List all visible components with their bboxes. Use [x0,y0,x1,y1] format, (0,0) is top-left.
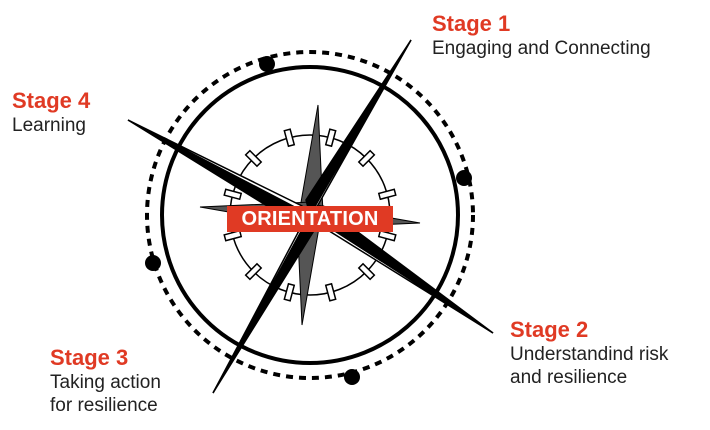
stage-4-desc: Learning [12,115,86,136]
tick-mark [244,149,263,168]
outer-dashed-ring [145,50,475,380]
tick-mark [324,128,337,148]
ring-dot [456,170,472,186]
stage-3-title: Stage 3 [50,345,129,370]
stage-4-title: Stage 4 [12,88,91,113]
stage-3-desc-line-2: for resilience [50,395,158,416]
stage-1-desc: Engaging and Connecting [432,38,651,59]
tick-mark [283,128,296,148]
ring-dot [145,255,161,271]
stage-1-title: Stage 1 [432,11,511,36]
primary-needle [127,39,494,394]
stage-2-title: Stage 2 [510,317,589,342]
tick-mark [357,149,376,168]
ring-dots [145,56,472,385]
tick-mark [377,188,397,201]
center-label: ORIENTATION [241,208,379,230]
tick-mark [324,282,337,302]
center-badge-bg [227,206,393,232]
tick-mark [283,282,296,302]
stage-3-label: Stage 3 Taking action for resilience [50,344,161,417]
stage-3-desc-line-1: Taking action [50,372,161,393]
stage-2-desc-line-2: and resilience [510,367,628,388]
stage-2-desc-line-1: Understandind risk [510,344,669,365]
tick-mark [357,262,376,281]
tick-mark [244,262,263,281]
stage-4-label: Stage 4 Learning [12,87,90,137]
tick-marks [223,128,397,302]
ring-dot [259,56,275,72]
ring-dot [344,369,360,385]
tick-mark [223,188,243,201]
stage-1-label: Stage 1 Engaging and Connecting [432,10,651,60]
stage-2-label: Stage 2 Understandind risk and resilienc… [510,316,668,389]
tick-mark [223,229,243,242]
tick-mark [377,229,397,242]
